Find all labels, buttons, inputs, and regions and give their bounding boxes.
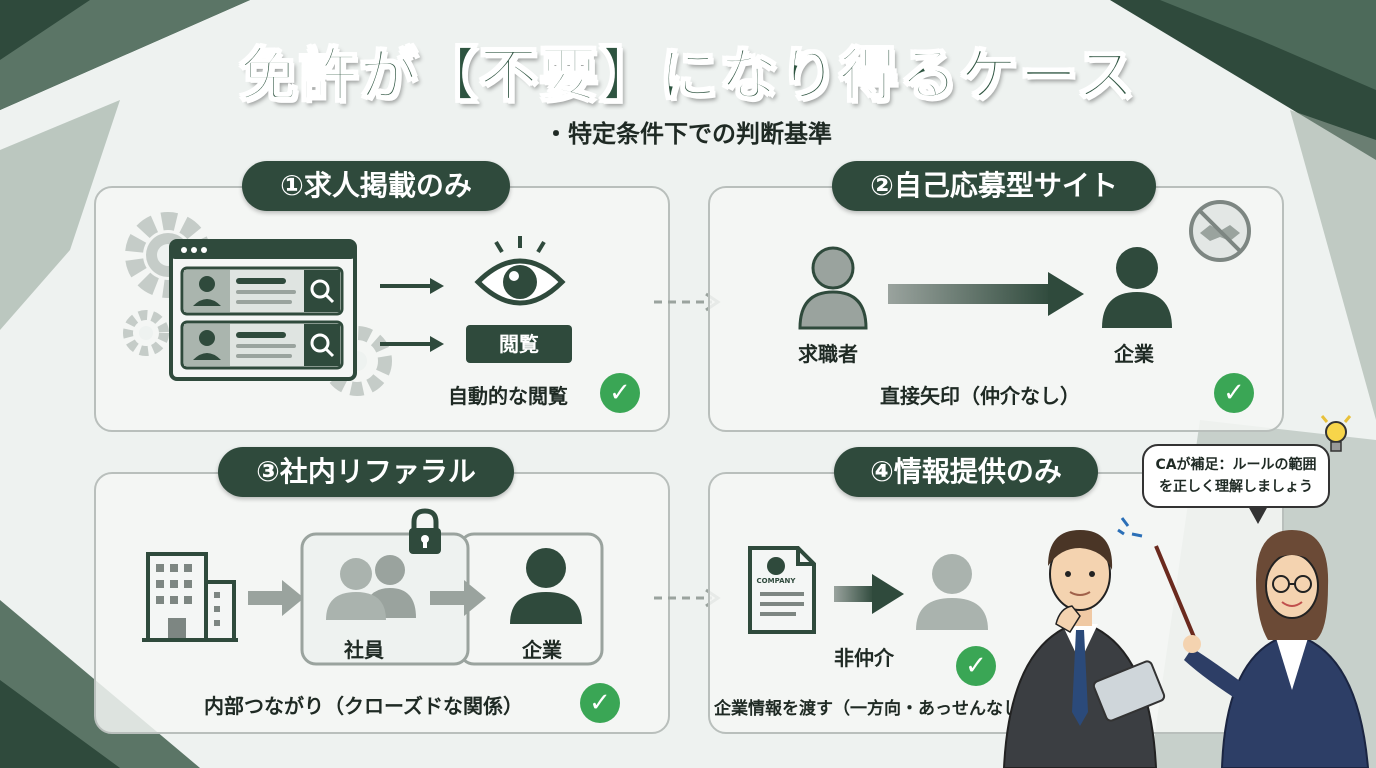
panel-2-caption: 直接矢印（仲介なし）	[880, 384, 1080, 408]
lock-icon	[409, 508, 441, 554]
arrow-right-icon	[834, 574, 904, 614]
page-title: 免許が【不要】になり得るケース	[238, 40, 1137, 110]
female-consultant-illustration	[1154, 530, 1370, 768]
gear-icon	[123, 310, 169, 356]
arrow-right-icon	[380, 278, 444, 294]
document-company-label: COMPANY	[756, 577, 796, 585]
company-document-icon	[748, 546, 816, 634]
company-person-icon	[1102, 247, 1172, 328]
company-person-icon	[510, 548, 582, 624]
lightbulb-icon	[1320, 415, 1352, 452]
check-icon: ✓	[600, 373, 640, 413]
panel-4-title: ④情報提供のみ	[834, 447, 1098, 497]
office-building-icon	[142, 552, 238, 642]
arrow-right-icon	[430, 580, 486, 616]
company-label: 企業	[522, 638, 562, 662]
speech-bubble: CAが補足：ルールの範囲 を正しく理解しましょう	[1142, 444, 1330, 508]
no-handshake-icon	[1189, 200, 1251, 262]
speech-bubble-line-2: を正しく理解しましょう	[1159, 479, 1313, 495]
check-icon: ✓	[1214, 373, 1254, 413]
job-seeker-person-icon	[798, 246, 868, 330]
panel-1-caption: 自動的な閲覧	[448, 384, 568, 408]
job-seeker-label: 求職者	[798, 342, 858, 366]
view-label: 閲覧	[466, 325, 572, 363]
non-intermediary-label: 非仲介	[834, 646, 894, 670]
direct-arrow-icon	[888, 272, 1084, 316]
panel-1-title: ①求人掲載のみ	[242, 161, 510, 211]
arrow-right-icon	[248, 580, 304, 616]
recipient-person-icon	[916, 554, 988, 630]
employee-label: 社員	[344, 638, 384, 662]
eye-icon	[474, 236, 566, 306]
employees-icon	[326, 555, 416, 620]
check-icon: ✓	[956, 646, 996, 686]
panel-4-caption: 企業情報を渡す（一方向・あっせんなし）	[714, 699, 1037, 719]
panel-3-caption: 内部つながり（クローズドな関係）	[204, 694, 523, 718]
check-icon: ✓	[580, 683, 620, 723]
panel-2-title: ②自己応募型サイト	[832, 161, 1156, 211]
company-label: 企業	[1114, 342, 1154, 366]
panel-3-title: ③社内リファラル	[218, 447, 514, 497]
speech-bubble-line-1: CAが補足：ルールの範囲	[1155, 457, 1317, 473]
male-consultant-illustration	[1002, 517, 1166, 768]
speech-bubble-tail	[1248, 506, 1268, 524]
job-listing-window-icon	[169, 239, 357, 381]
page-subtitle: ・特定条件下での判断基準	[544, 120, 832, 148]
arrow-right-icon	[380, 336, 444, 352]
